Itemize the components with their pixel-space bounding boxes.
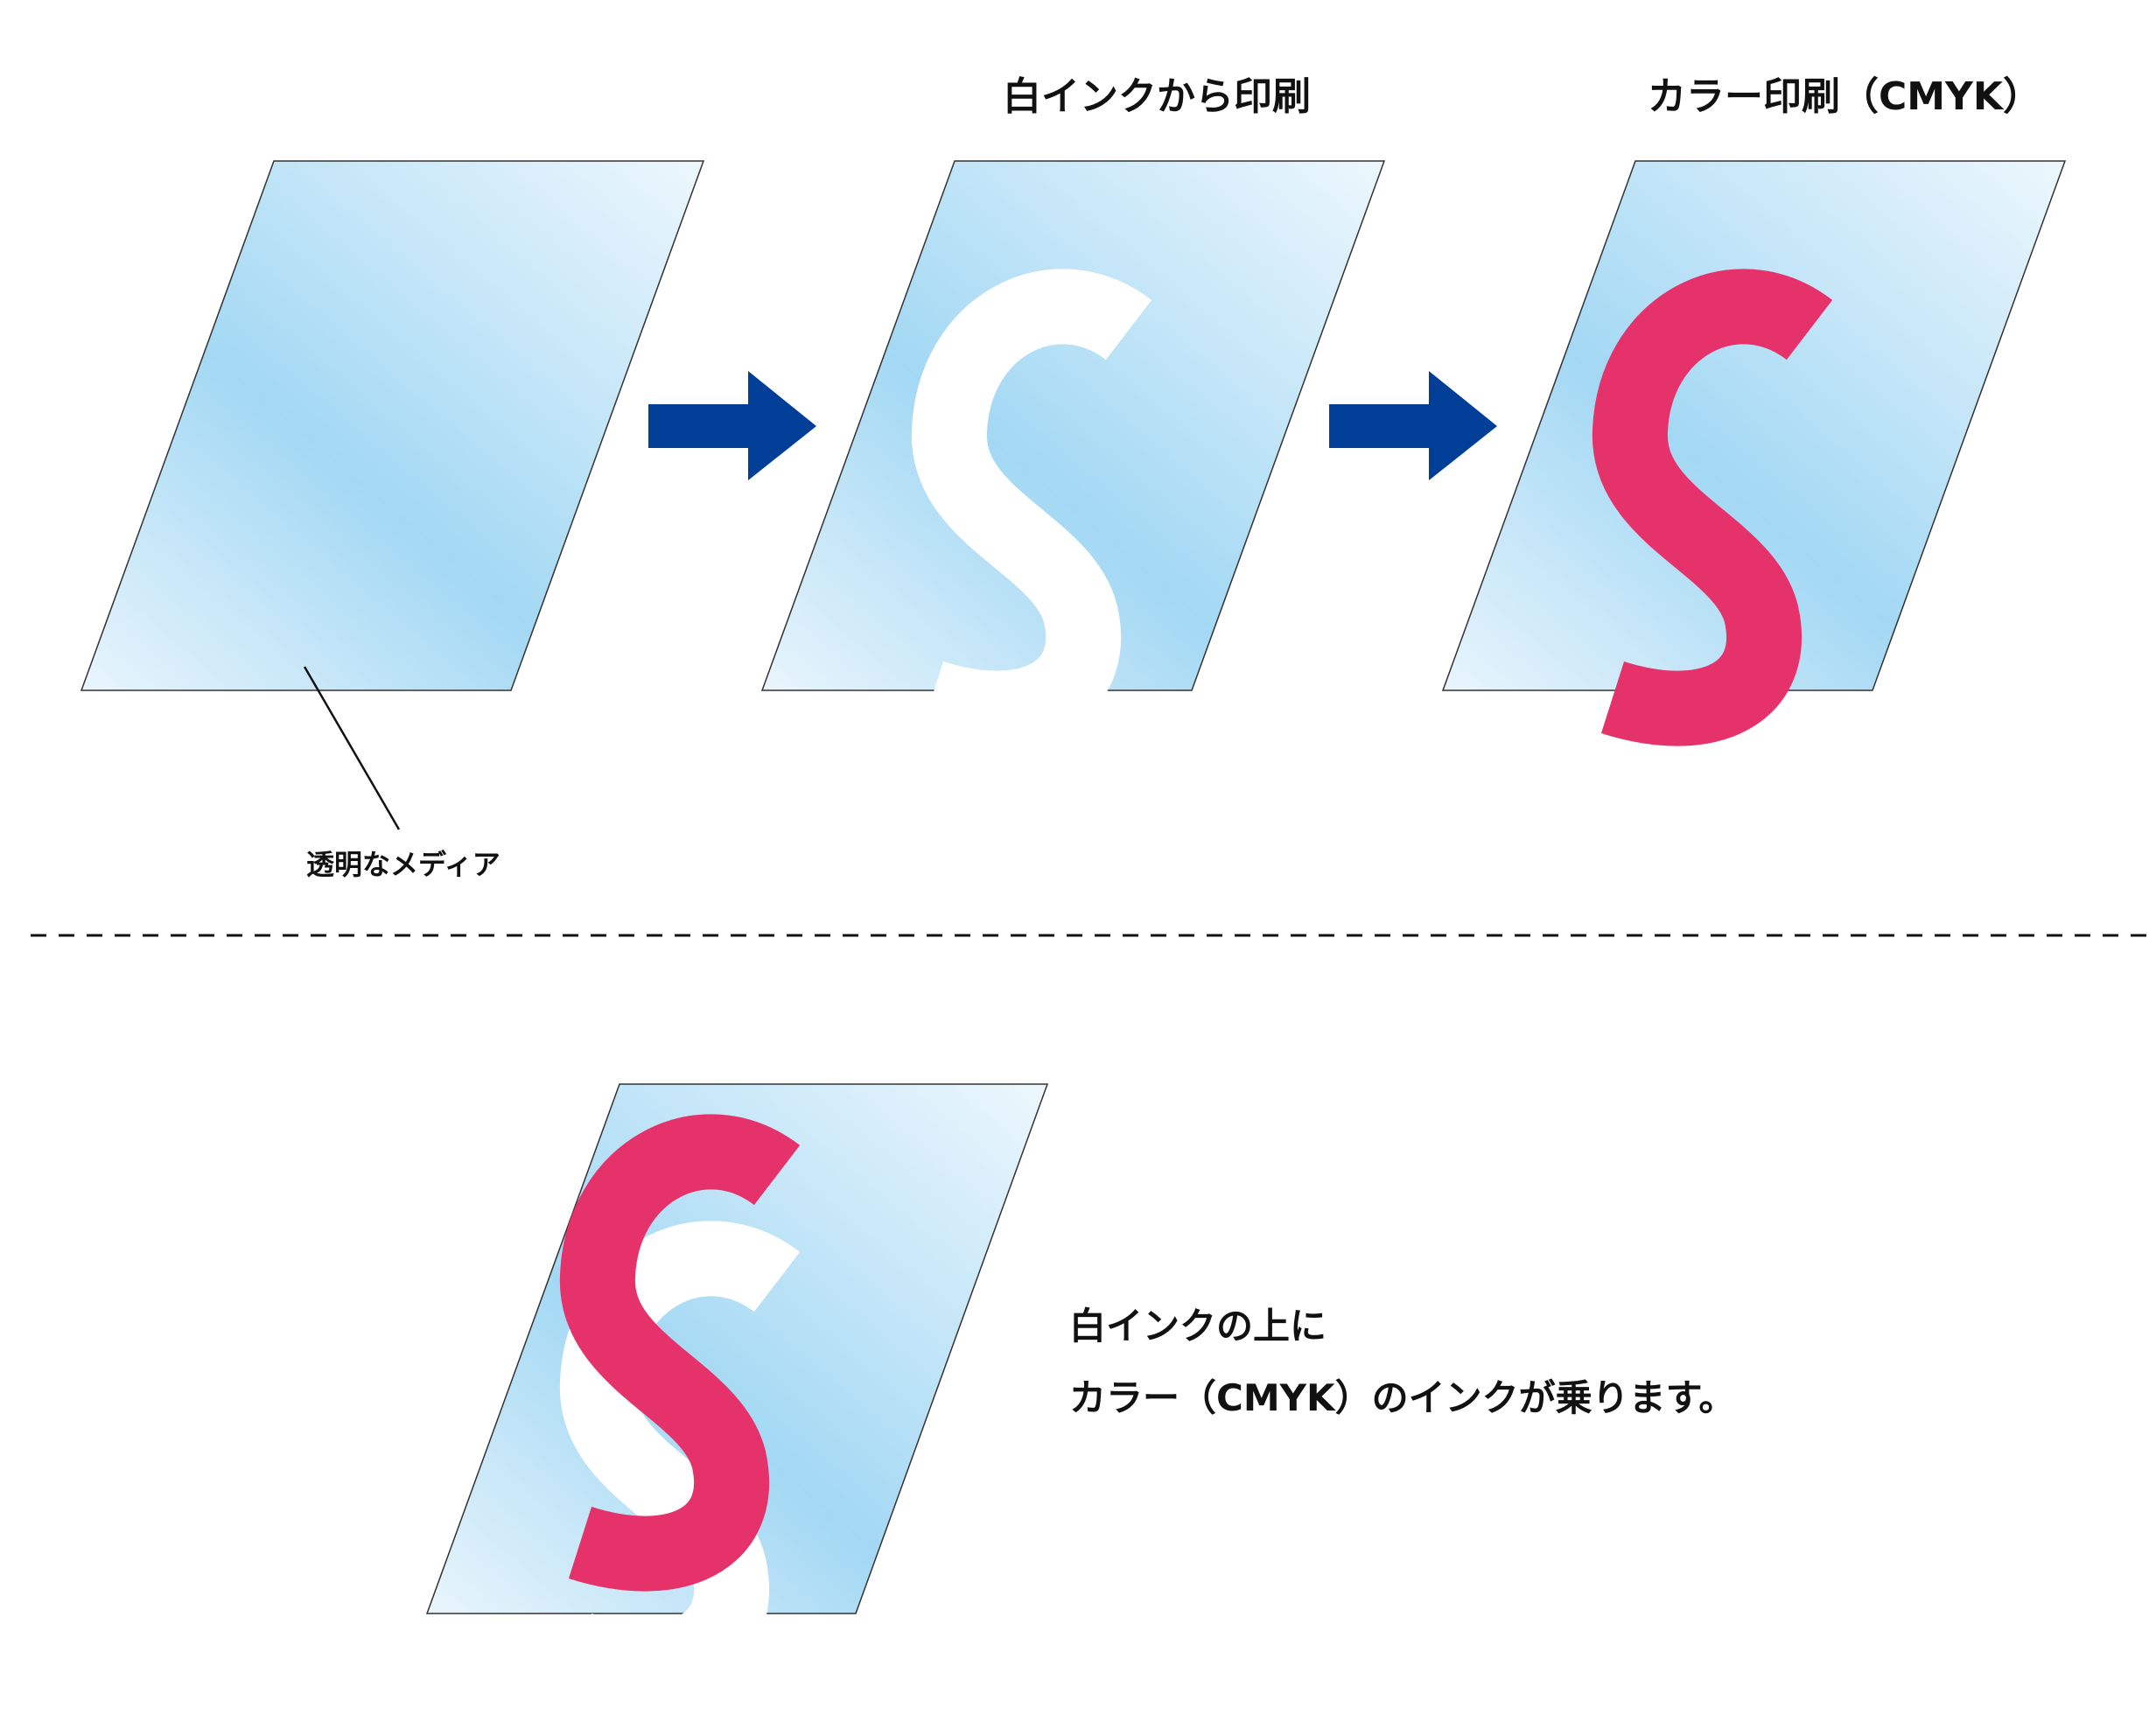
right-arrow-icon — [1329, 371, 1497, 480]
media-sheet-cmyk — [1441, 160, 2067, 691]
step-2-heading: 白インクから印刷 — [1003, 74, 1311, 119]
combined-result-panel — [425, 1083, 1049, 1661]
transparent-media-label: 透明なメディア — [306, 848, 500, 881]
step-3-panel: カラー印刷（CMYK） — [1441, 74, 2067, 709]
right-arrow-icon — [648, 371, 816, 480]
explanation-line-1: 白インクの上に — [1069, 1305, 1326, 1348]
callout-leader-line — [303, 666, 401, 830]
step-2-panel: 白インクから印刷 — [760, 74, 1386, 709]
step-3-heading: カラー印刷（CMYK） — [1648, 74, 2041, 119]
explanation-line-2: カラー（CMYK）のインクが乗ります。 — [1069, 1376, 1735, 1419]
step-1-panel: 透明なメディア — [80, 160, 705, 881]
explanation-text: 白インクの上に カラー（CMYK）のインクが乗ります。 — [1069, 1305, 1735, 1419]
transparent-media-sheet — [80, 160, 705, 691]
media-sheet-white-ink — [760, 160, 1386, 691]
